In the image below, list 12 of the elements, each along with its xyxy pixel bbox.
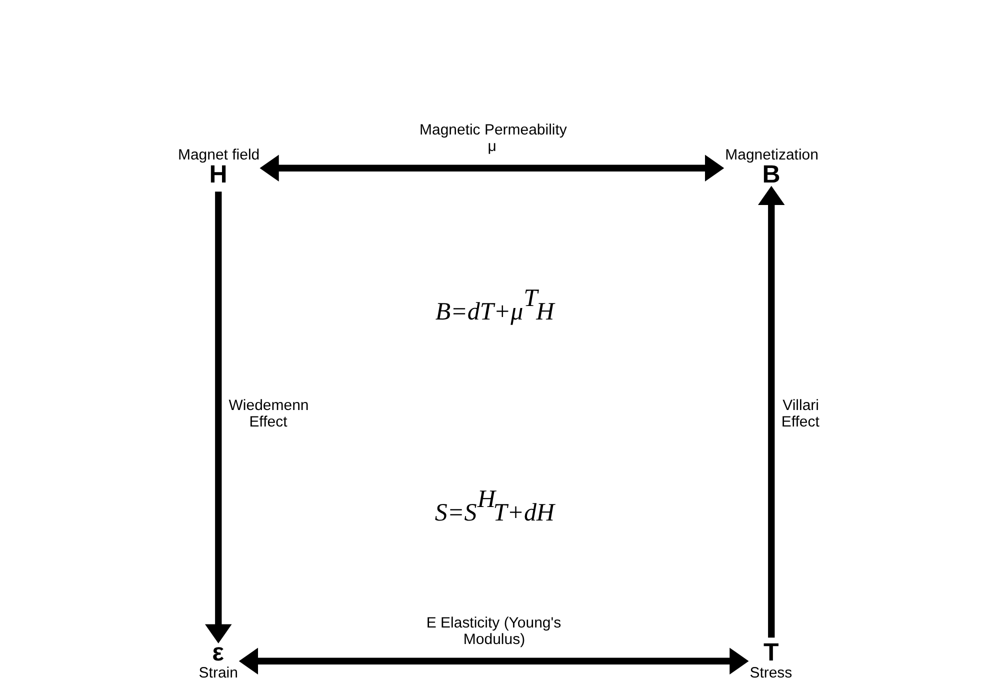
node-label: Stress <box>749 664 792 682</box>
arrow <box>238 648 748 675</box>
edge-label: Villari Effect <box>780 396 819 431</box>
edge-label: Magnetic Permeability μ <box>419 121 566 155</box>
node-text: T <box>762 638 778 666</box>
node-label: Strain <box>198 664 238 682</box>
arrow <box>259 154 724 182</box>
edge-label: E Elasticity (Young's Modulus) <box>426 614 561 648</box>
arrow <box>204 192 232 644</box>
edge-label: Wiedemenn Effect <box>228 396 308 431</box>
node-text: ε <box>212 638 224 666</box>
arrow <box>757 186 784 638</box>
